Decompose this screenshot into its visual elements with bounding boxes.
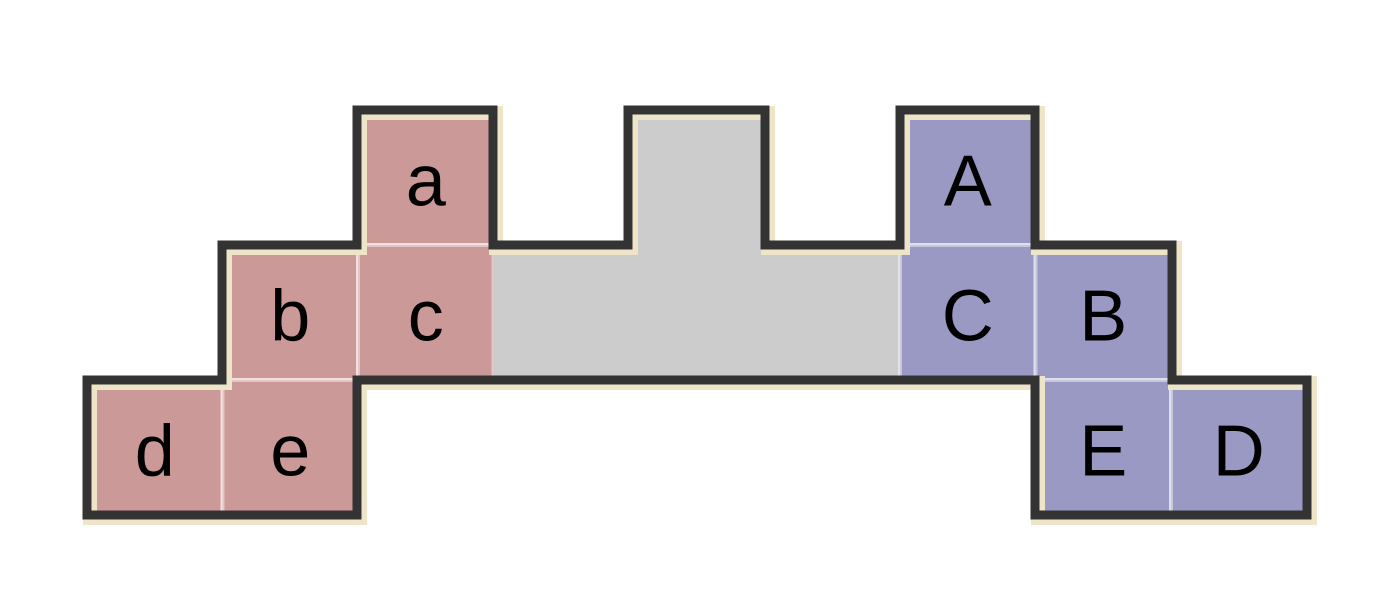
cell-a[interactable]: a [356, 108, 496, 247]
cell-label: C [942, 277, 994, 357]
cell-label: d [135, 412, 175, 492]
cell-d[interactable]: d [85, 378, 225, 517]
cell-E[interactable]: E [1033, 378, 1173, 517]
cell-B[interactable]: B [1033, 243, 1173, 382]
cell-b[interactable]: b [220, 243, 360, 382]
cell-label: c [408, 277, 444, 357]
cell-c[interactable]: c [356, 243, 496, 382]
board-outline [82, 105, 1312, 520]
cell-background [629, 245, 765, 380]
cell-background [220, 243, 360, 382]
cell-label: e [270, 412, 310, 492]
cell-label: D [1213, 412, 1265, 492]
cell-background [1033, 243, 1173, 382]
cells-layer: a b c d e AC BE D [85, 108, 1309, 517]
cell-label: a [406, 142, 447, 222]
empty-cell[interactable] [629, 110, 765, 245]
empty-cell[interactable] [764, 245, 901, 380]
cell-C[interactable]: C [898, 243, 1038, 382]
cell-background [1169, 378, 1309, 517]
cell-label: B [1079, 277, 1127, 357]
empty-cell[interactable] [629, 245, 765, 380]
cell-D[interactable]: D [1169, 378, 1309, 517]
cell-label: E [1079, 412, 1127, 492]
cell-background [493, 245, 629, 380]
empty-cell[interactable] [493, 245, 630, 380]
cell-label: A [944, 142, 992, 222]
cell-e[interactable]: e [220, 378, 360, 517]
cell-background [629, 110, 765, 245]
cell-label: b [270, 277, 310, 357]
cell-background [764, 245, 900, 380]
cell-A[interactable]: A [898, 108, 1038, 247]
